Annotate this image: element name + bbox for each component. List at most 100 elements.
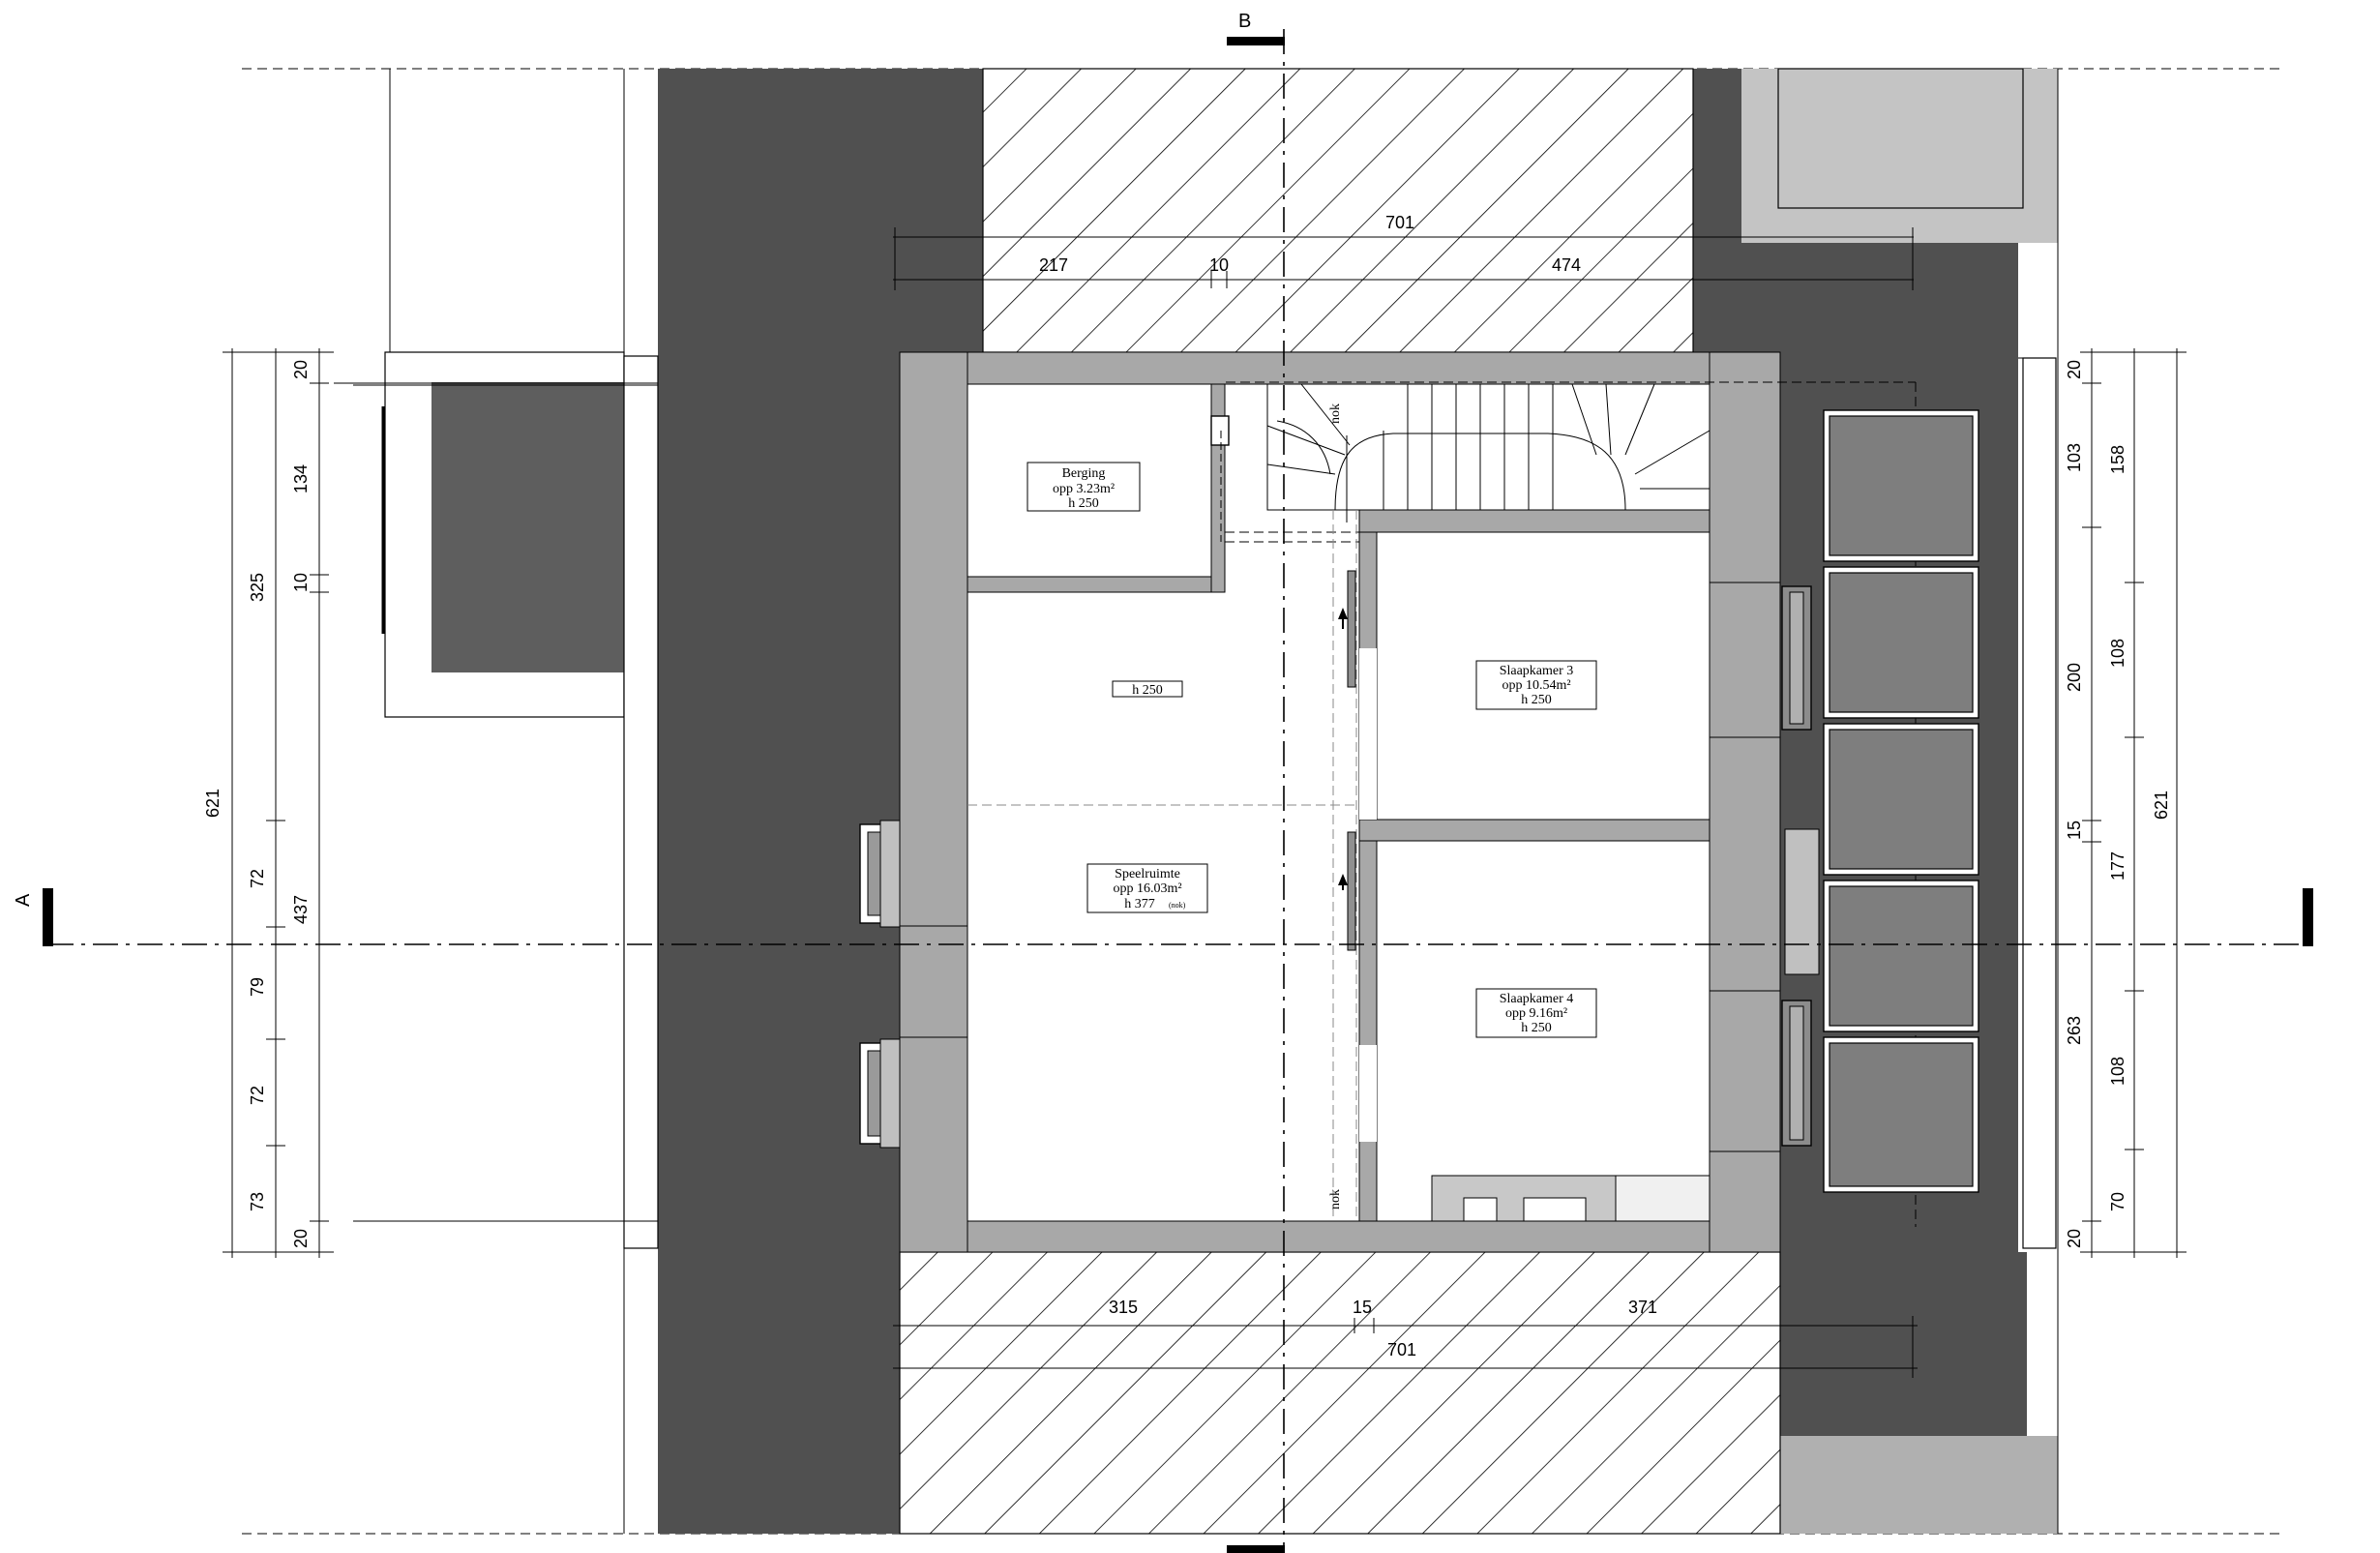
nok-label-top: nok [1328,403,1343,424]
skylight-top-right [1777,68,2024,209]
door-arrow-head-2 [1338,874,1348,885]
right-window-mid [1784,828,1820,975]
dim-top-left: 217 [1039,255,1068,275]
slaapkamer4-area: opp 9.16m² [1505,1006,1567,1021]
section-label-a: A [13,893,34,907]
speelruimte-area: opp 16.03m² [1113,881,1181,896]
gutter-left [623,355,659,1249]
label-speelruimte: Speelruimte opp 16.03m² h 377 (nok) [1086,863,1208,913]
nok-label-bottom: nok [1328,1189,1343,1210]
dim-left-10: 10 [291,573,311,592]
roof-mass-bottom-right [1780,1252,2027,1436]
berging-door [1210,415,1230,446]
dim-right-108a: 108 [2108,639,2127,668]
dim-right-15: 15 [2065,821,2084,840]
dim-left-73: 73 [248,1192,267,1211]
slaapkamer3-height: h 250 [1521,693,1552,707]
dormer-left [431,382,624,672]
slaapkamer3-area: opp 10.54m² [1502,678,1570,693]
dim-bottom-left: 315 [1109,1298,1138,1317]
slaapkamer3-name: Slaapkamer 3 [1500,664,1574,678]
dim-right-108b: 108 [2108,1057,2127,1086]
pillar-right [1709,736,1781,992]
label-slaapkamer4: Slaapkamer 4 opp 9.16m² h 250 [1475,988,1597,1038]
door-opening-s4 [1359,1045,1377,1142]
speelruimte-height-note: (nok) [1169,901,1186,910]
cabinet-side [1615,1175,1711,1222]
cabinet-niche-1 [1463,1197,1498,1222]
bottom-dimension-lines [893,1316,1918,1378]
dim-right-20-top: 20 [2065,360,2084,379]
dim-bottom-mid: 15 [1353,1298,1372,1317]
label-berging: Berging opp 3.23m² h 250 [1026,462,1141,512]
door-slaapkamer3 [1347,570,1356,688]
dim-bottom-total: 701 [1387,1340,1416,1359]
wall-left [899,351,968,1253]
berging-area: opp 3.23m² [1053,482,1115,496]
dim-right-103: 103 [2065,443,2084,472]
hall-height: h 250 [1132,683,1163,698]
dim-right-158: 158 [2108,445,2127,474]
neighbour-bottom-right [1780,1436,2058,1534]
roof-window-right-1 [1781,585,1812,731]
dim-right-outer: 621 [2152,791,2171,820]
roof-window-right-2 [1781,1000,1812,1147]
roof-window-left-2 [859,1038,901,1149]
door-gap [1359,648,1377,687]
dim-right-20-bottom: 20 [2065,1229,2084,1248]
cabinet-niche-2 [1523,1197,1587,1222]
solar-panels [1823,409,1979,1193]
wall-bottom [899,1220,1781,1253]
hatched-area-bottom [899,1251,1781,1535]
dim-left-outer: 621 [203,789,223,818]
dim-right-263: 263 [2065,1016,2084,1045]
dim-left-20-top: 20 [291,360,311,379]
right-dimension-lines [2080,348,2187,1258]
dim-left-72a: 72 [248,869,267,888]
dim-top-total: 701 [1385,213,1414,232]
speelruimte-name: Speelruimte [1115,867,1180,881]
dim-right-70: 70 [2108,1192,2127,1211]
wall-right-lower [1709,1150,1781,1253]
berging-height: h 250 [1068,496,1099,511]
dim-left-79: 79 [248,977,267,997]
dim-right-200: 200 [2065,663,2084,692]
wall-berging-bottom [967,576,1220,593]
label-hall: h 250 [1112,680,1183,698]
roof-window-left-1 [859,820,901,928]
wall-slaapkamer-divider [1358,819,1711,842]
berging-name: Berging [1062,466,1106,481]
door-opening-s3 [1359,687,1377,820]
berging-door-jamb [1210,383,1226,419]
slaapkamer4-name: Slaapkamer 4 [1500,992,1574,1006]
hatched-area-top [982,68,1694,353]
left-dimension-lines [223,348,658,1258]
speelruimte-height: h 377 [1124,897,1155,911]
dim-left-lower: 437 [291,895,311,924]
staircase [1266,383,1711,523]
label-slaapkamer3: Slaapkamer 3 opp 10.54m² h 250 [1475,660,1597,710]
wall-right-upper [1709,351,1781,583]
door-slaapkamer4 [1347,831,1356,951]
section-mark-a-right [2303,888,2313,946]
dim-left-20-bottom: 20 [291,1229,311,1248]
slaapkamer4-height: h 250 [1521,1021,1552,1035]
dim-left-72b: 72 [248,1086,267,1105]
door-arrow-head-1 [1338,608,1348,619]
dim-bottom-right: 371 [1628,1298,1657,1317]
roof-mass-top-left [658,69,983,352]
dim-left-upper: 325 [248,573,267,602]
top-dimension-lines [893,227,1914,290]
section-mark-b-top [1227,37,1285,45]
dim-top-right: 474 [1552,255,1581,275]
section-mark-b-bottom [1227,1545,1285,1553]
section-label-b: B [1238,11,1251,32]
dim-left-134: 134 [291,464,311,493]
gutter-right [2022,357,2057,1249]
right-roof-notch [1785,737,1809,822]
dim-right-177: 177 [2108,851,2127,881]
roof-mass-bottom-left [658,1252,900,1534]
dim-top-mid: 10 [1209,255,1229,275]
